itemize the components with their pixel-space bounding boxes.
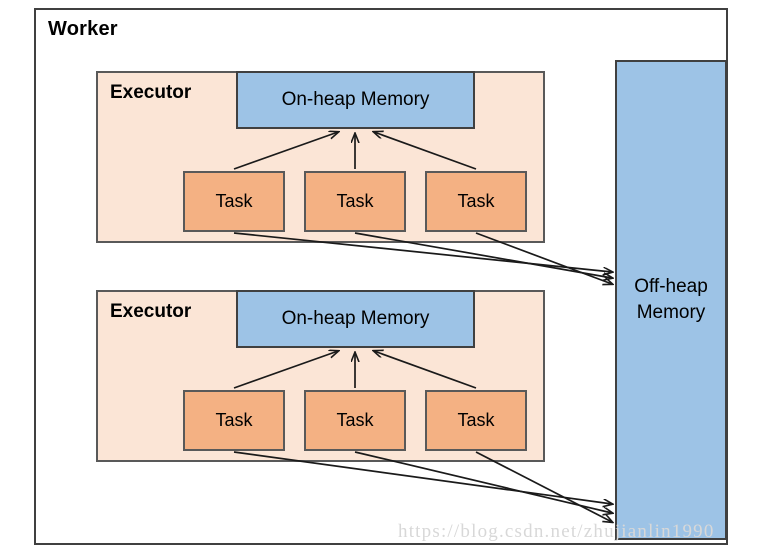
task-box: Task xyxy=(304,171,406,232)
executor-2-label: Executor xyxy=(110,301,192,322)
off-heap-memory-box: Off-heap Memory xyxy=(615,60,727,540)
task-box: Task xyxy=(304,390,406,451)
off-heap-label-line1: Off-heap xyxy=(634,276,708,298)
watermark-text: https://blog.csdn.net/zhujianlin1990 xyxy=(398,521,715,542)
executor-1-label: Executor xyxy=(110,82,192,103)
task-box: Task xyxy=(183,171,285,232)
worker-title: Worker xyxy=(48,18,118,40)
task-box: Task xyxy=(425,171,527,232)
task-box: Task xyxy=(183,390,285,451)
task-box: Task xyxy=(425,390,527,451)
on-heap-memory-box-1: On-heap Memory xyxy=(236,71,475,129)
on-heap-memory-box-2: On-heap Memory xyxy=(236,290,475,348)
off-heap-label-line2: Memory xyxy=(636,302,706,323)
